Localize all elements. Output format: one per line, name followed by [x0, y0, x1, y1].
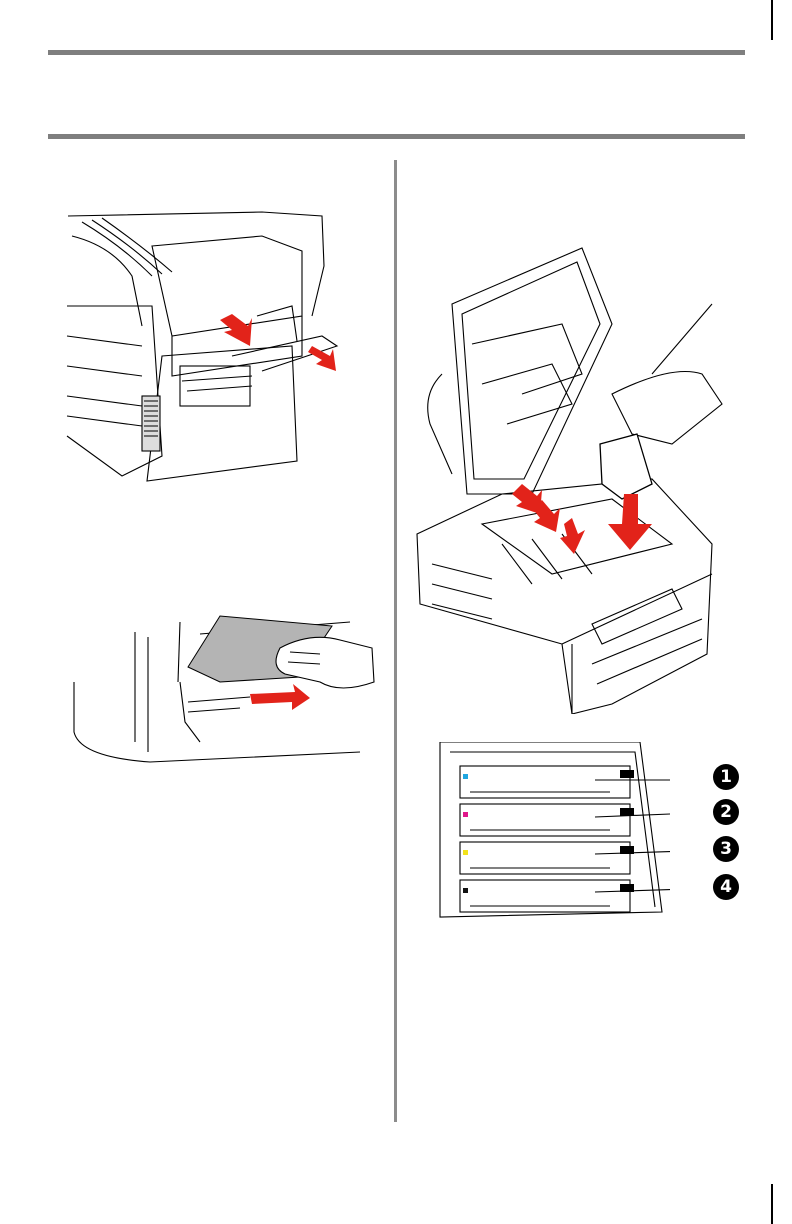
drum-yellow — [463, 850, 468, 855]
drum-cyan — [463, 774, 468, 779]
image-drum-install-illustration — [412, 244, 730, 714]
column-divider — [394, 160, 397, 1122]
trim-mark-bottom — [771, 1184, 773, 1224]
callout-3: 3 — [713, 836, 739, 862]
header-rule-bottom — [48, 134, 745, 139]
callout-4: 4 — [713, 874, 739, 900]
callout-2: 2 — [713, 799, 739, 825]
header-rule-top — [48, 50, 745, 55]
trim-mark-top — [771, 0, 773, 40]
image-drum-order-illustration — [430, 742, 670, 940]
drum-black — [463, 888, 468, 893]
callout-1: 1 — [713, 764, 739, 790]
printer-rear-exit-illustration — [62, 206, 342, 486]
drum-magenta — [463, 812, 468, 817]
paper-jam-removal-illustration — [70, 612, 380, 767]
